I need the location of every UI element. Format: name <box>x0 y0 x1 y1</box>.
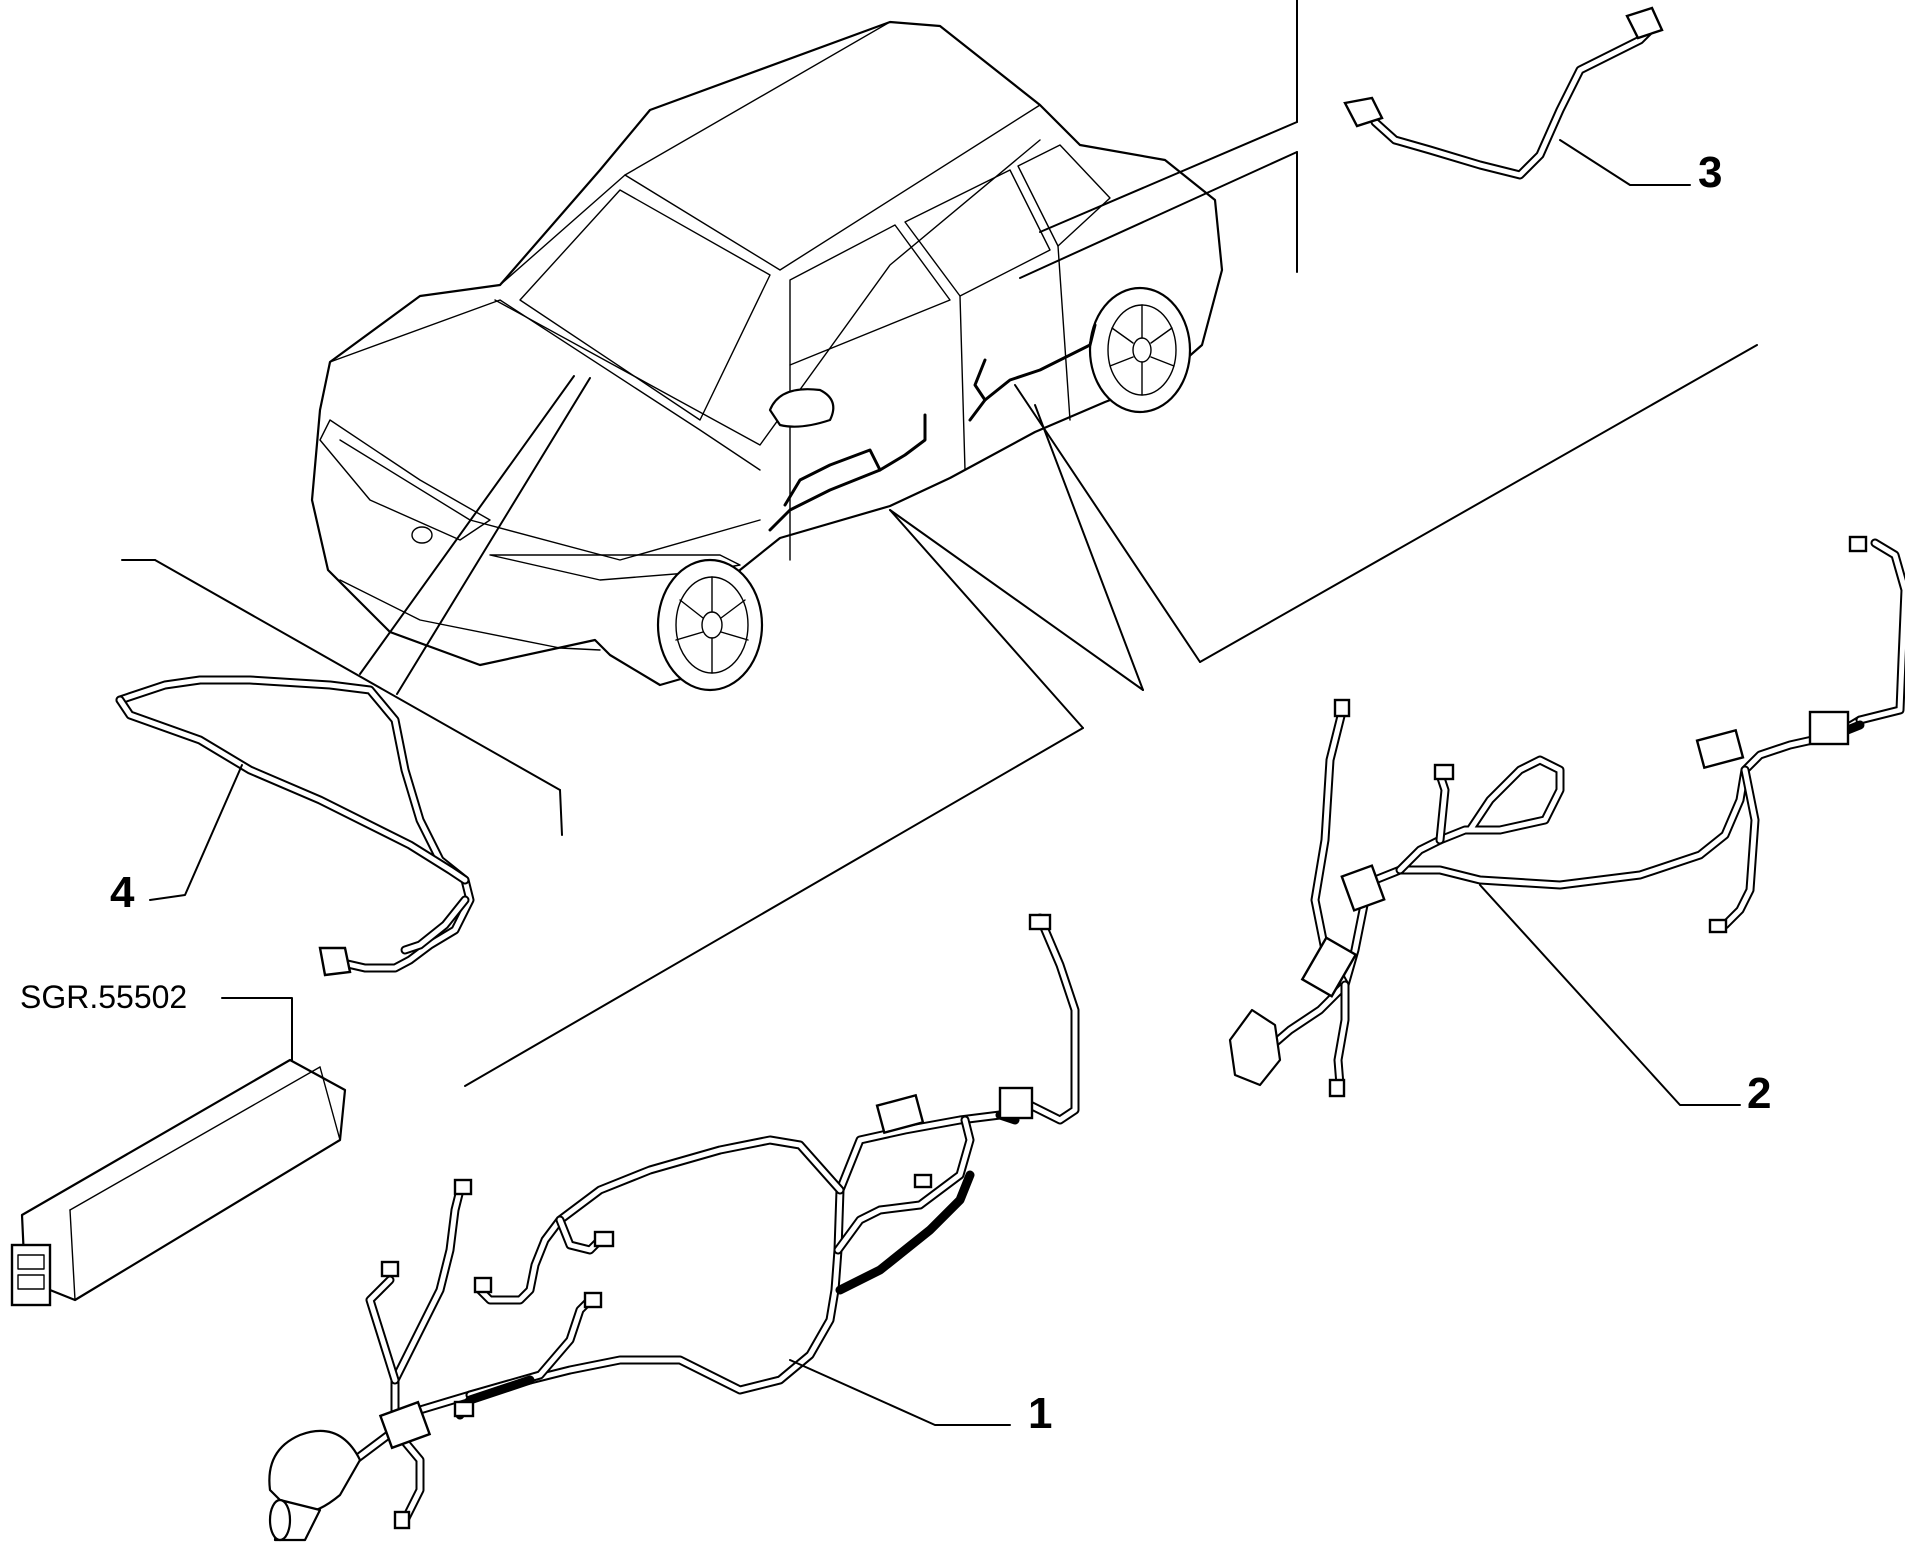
rear-wheel <box>1088 286 1192 414</box>
callout-3: 3 <box>1698 148 1722 197</box>
callout-2: 2 <box>1747 1069 1771 1118</box>
harness-part-2 <box>1228 535 1905 1106</box>
car-illustration <box>310 20 1224 692</box>
connector <box>1625 6 1664 40</box>
harness-part-1 <box>268 913 1080 1542</box>
harness-part-4 <box>115 675 475 977</box>
control-module <box>10 1058 347 1307</box>
grommet <box>1228 1008 1282 1087</box>
callout-4: 4 <box>110 868 135 917</box>
harness-part-3 <box>1343 6 1691 186</box>
front-wheel <box>656 558 764 692</box>
connector <box>318 946 352 977</box>
module-reference-label: SGR.55502 <box>20 979 187 1015</box>
leader-lines <box>121 0 1758 1087</box>
connector <box>1343 96 1384 128</box>
grommet <box>268 1429 362 1542</box>
callout-1: 1 <box>1028 1389 1052 1438</box>
